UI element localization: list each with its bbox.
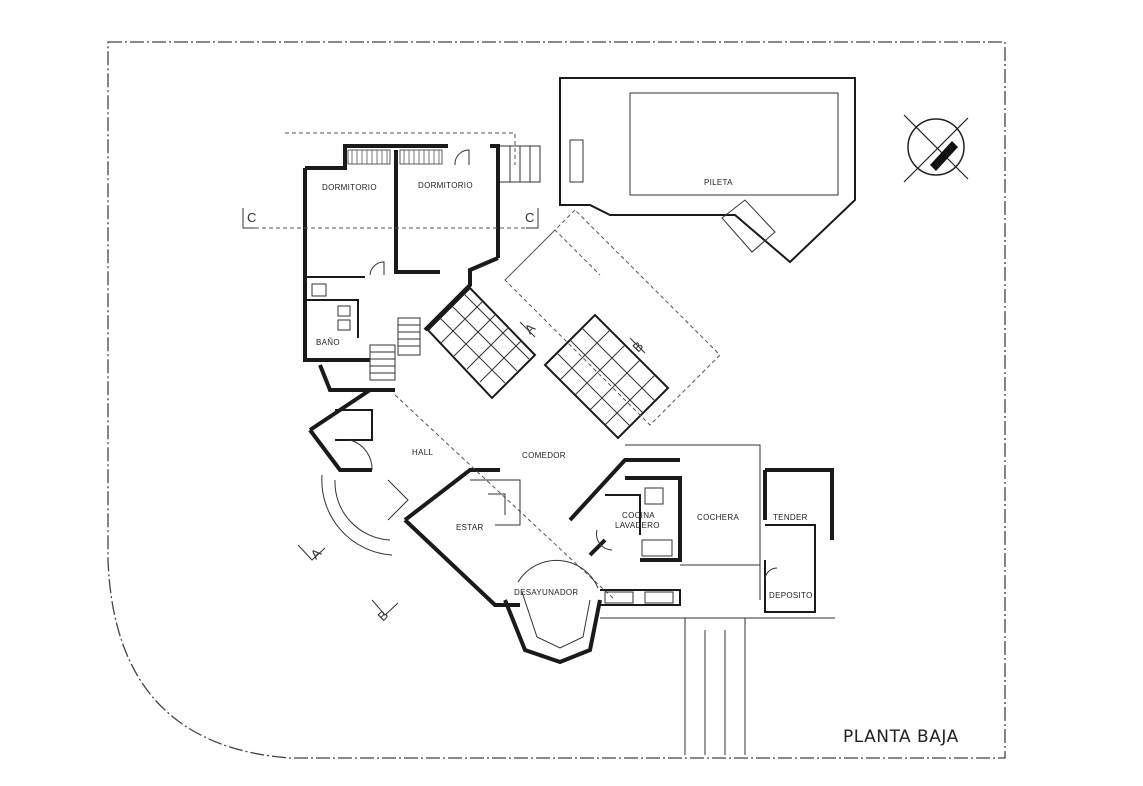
room-label-deposito: DEPOSITO [769,591,813,600]
lot-boundary [107,41,1006,759]
room-label-bano: BAÑO [316,338,340,347]
room-label-lavadero: LAVADERO [615,521,660,530]
room-label-pileta: PILETA [704,178,733,187]
room-label-dormitorio-1: DORMITORIO [322,183,377,192]
north-arrow-icon [903,114,969,183]
section-label-b-bottom: B [375,607,392,624]
room-label-desayunador: DESAYUNADOR [514,588,579,597]
section-label-a-bottom: A [308,545,325,562]
service-rooms [763,468,834,613]
interior-stair [369,317,421,381]
section-label-a-top: A [522,320,539,337]
section-cuts [242,208,646,616]
entrance [321,439,409,556]
pool [559,77,856,264]
garage [600,444,835,755]
terrace-grid [426,286,670,440]
section-label-c-right: C [525,210,534,225]
room-label-cocina: COCINA [622,511,655,520]
section-label-c-left: C [247,210,256,225]
kitchen [596,476,682,562]
room-label-cochera: COCHERA [697,513,739,522]
room-label-comedor: COMEDOR [522,451,566,460]
room-label-hall: HALL [412,448,433,457]
room-label-dormitorio-2: DORMITORIO [418,181,473,190]
bedroom-wing [285,132,516,362]
room-label-estar: ESTAR [456,523,484,532]
room-labels: DORMITORIO DORMITORIO BAÑO PILETA HALL C… [316,178,813,600]
exterior-stair [500,145,541,183]
breakfast-bay [503,559,681,665]
room-label-tender: TENDER [773,513,808,522]
plan-title: PLANTA BAJA [843,727,959,747]
main-house [308,209,721,607]
